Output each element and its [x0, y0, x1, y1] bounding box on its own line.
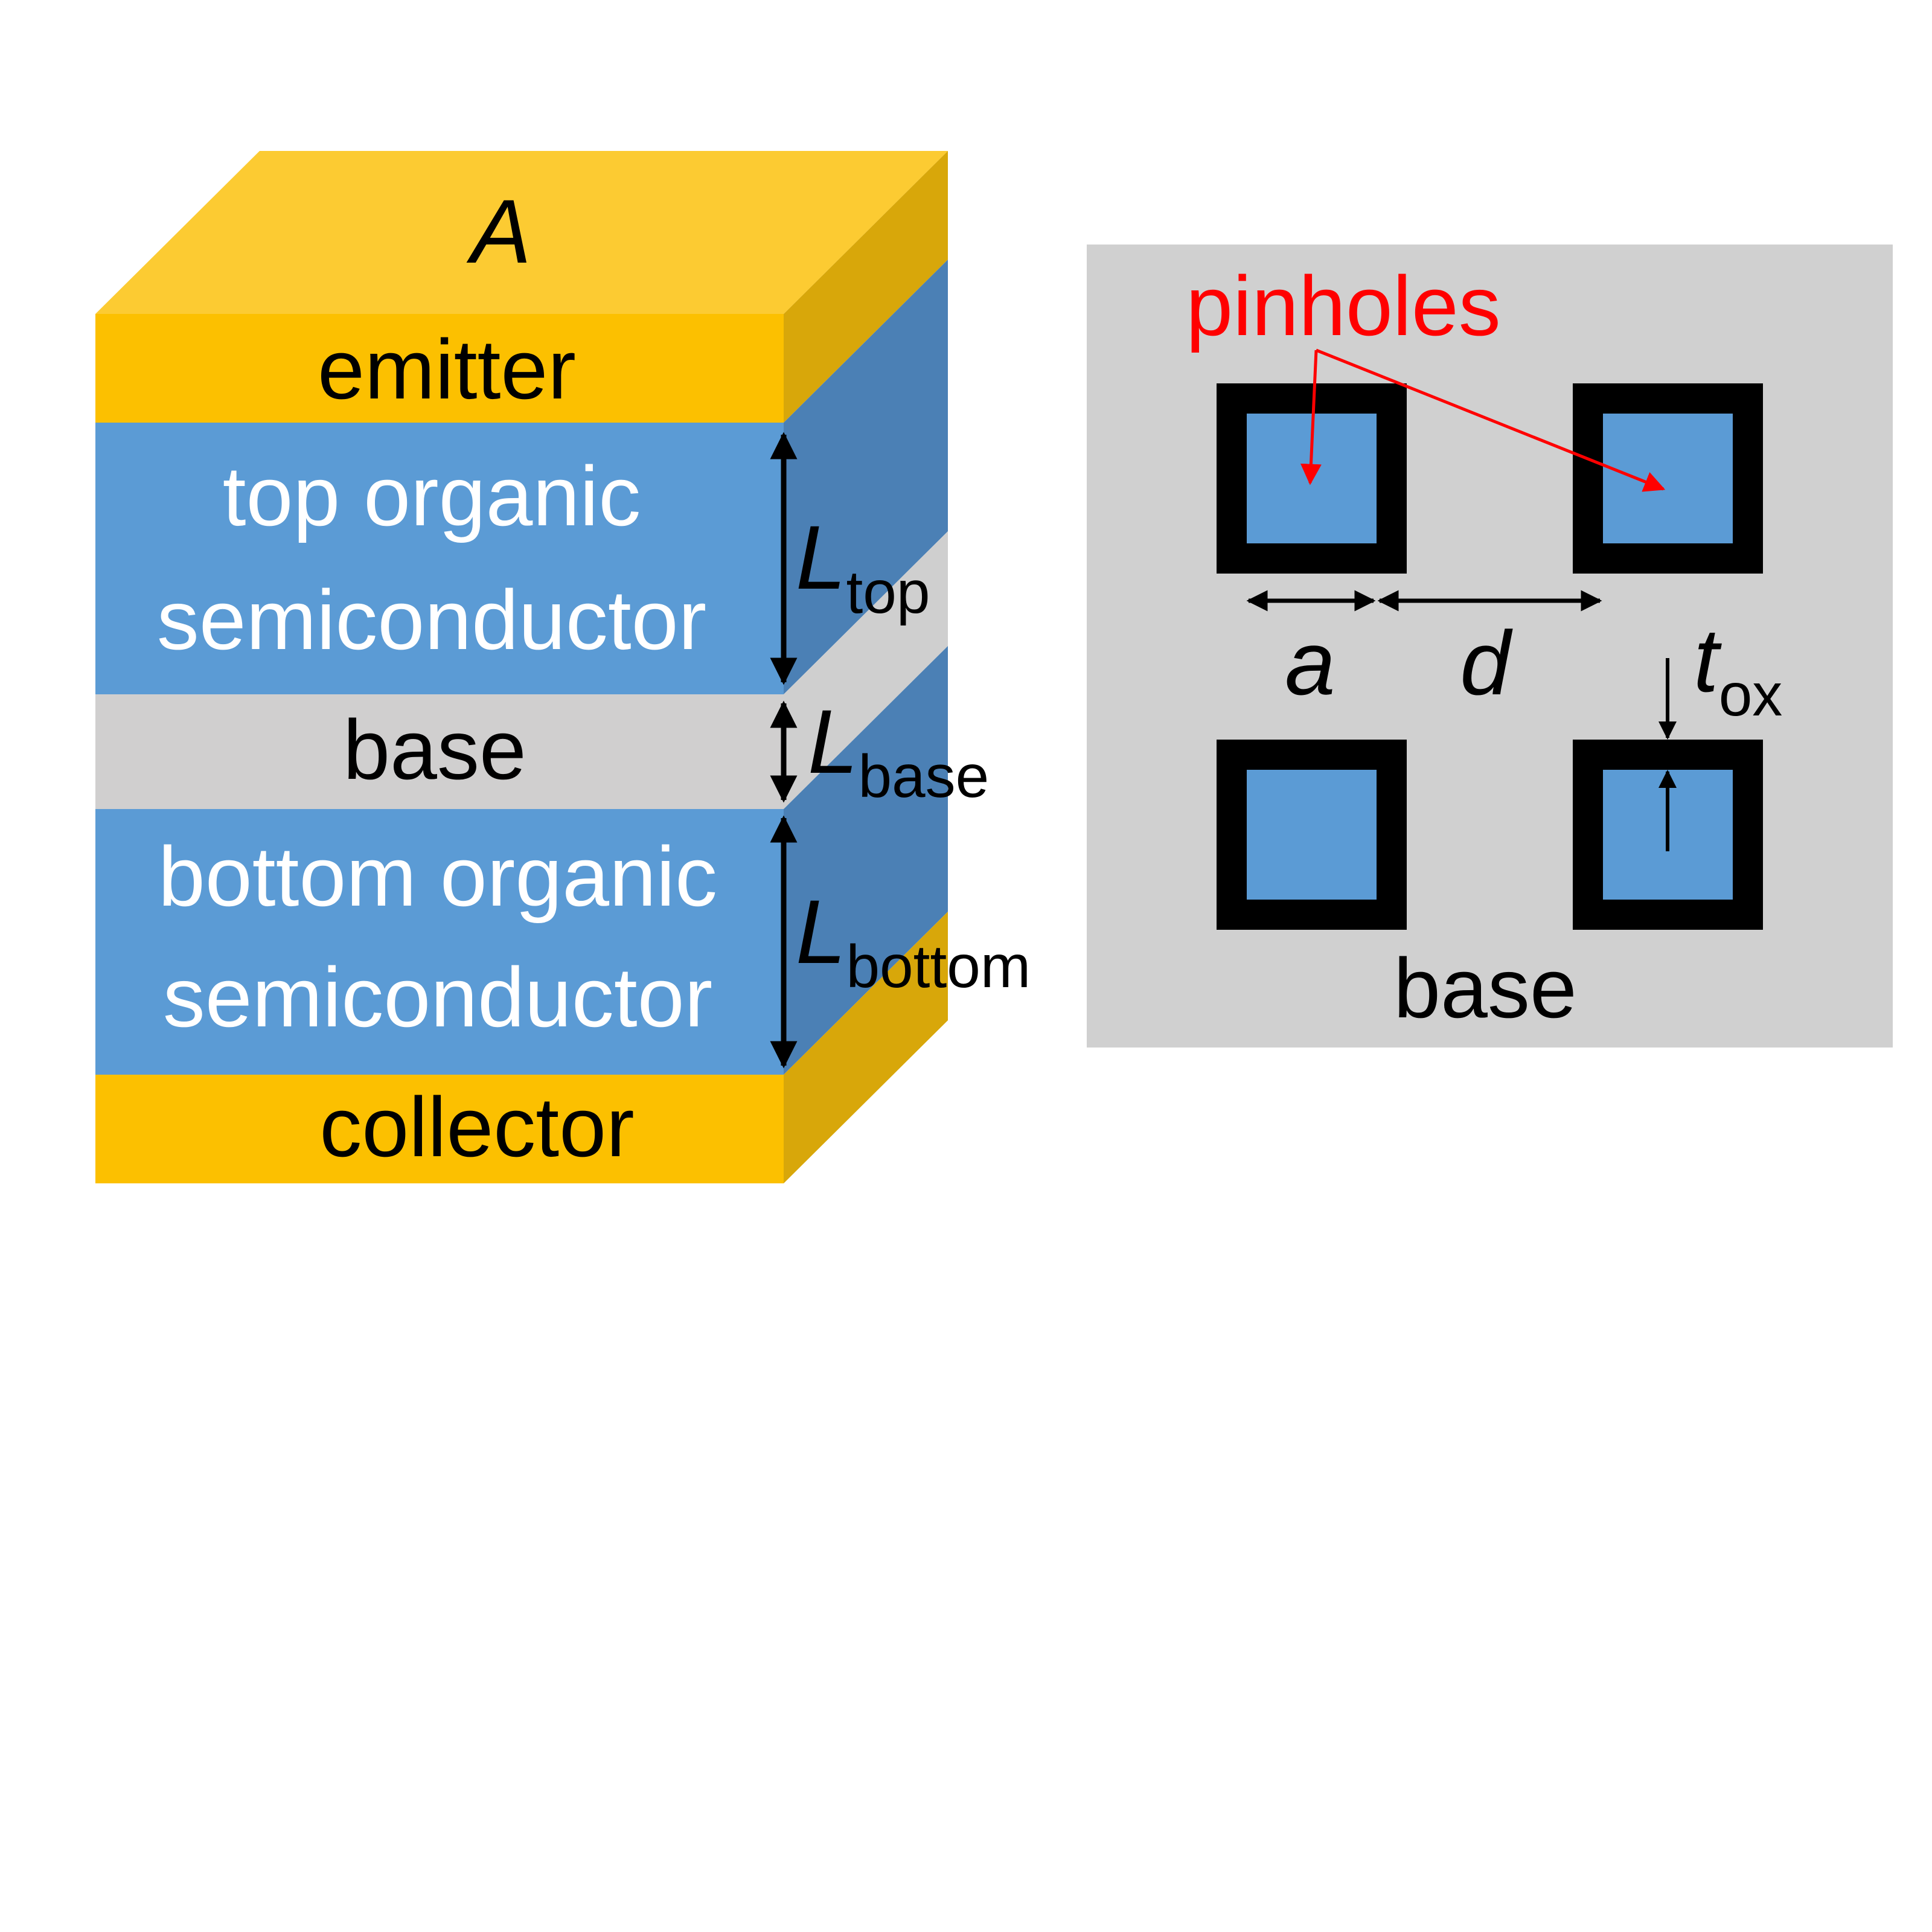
top-semiconductor-layer	[95, 423, 784, 694]
top-semiconductor-label-line2: semiconductor	[157, 572, 706, 667]
emitter-side-face	[784, 151, 948, 423]
top-semiconductor-side-face	[784, 260, 948, 694]
pinholes-label: pinholes	[1186, 258, 1501, 353]
tox-label: tox	[1694, 609, 1782, 729]
emitter-label: emitter	[318, 322, 576, 417]
layer-stack: A emitter top organic semiconductor base…	[95, 151, 1031, 1183]
emitter-top-face	[95, 151, 948, 314]
pinhole-top-right	[1573, 383, 1763, 574]
l-top-label: Ltop	[796, 507, 930, 626]
bottom-semiconductor-label-line1: bottom organic	[158, 829, 717, 924]
bottom-semiconductor-side-face	[784, 646, 948, 1075]
bottom-semiconductor-label-line2: semiconductor	[163, 950, 712, 1044]
base-layer-label: base	[343, 702, 526, 797]
area-label: A	[466, 181, 531, 282]
pinhole-arrow-left	[1300, 350, 1322, 485]
base-side-face	[784, 531, 948, 809]
l-bottom-label: Lbottom	[796, 881, 1031, 1000]
l-base-label: Lbase	[808, 691, 989, 810]
top-semiconductor-label-line1: top organic	[223, 449, 641, 543]
base-layer	[95, 694, 784, 809]
bottom-semiconductor-layer	[95, 809, 784, 1075]
collector-side-face	[784, 912, 948, 1183]
pinhole-top-left	[1217, 383, 1407, 574]
pinhole-bottom-left	[1217, 740, 1407, 930]
pinhole-panel: pinholes a d tox base	[1087, 245, 1893, 1048]
panel-base-label: base	[1393, 941, 1577, 1035]
emitter-layer	[95, 314, 784, 423]
a-label: a	[1285, 612, 1335, 714]
pinhole-arrow-right	[1316, 348, 1666, 492]
collector-label: collector	[319, 1080, 634, 1174]
d-label: d	[1460, 612, 1513, 714]
collector-layer	[95, 1075, 784, 1183]
